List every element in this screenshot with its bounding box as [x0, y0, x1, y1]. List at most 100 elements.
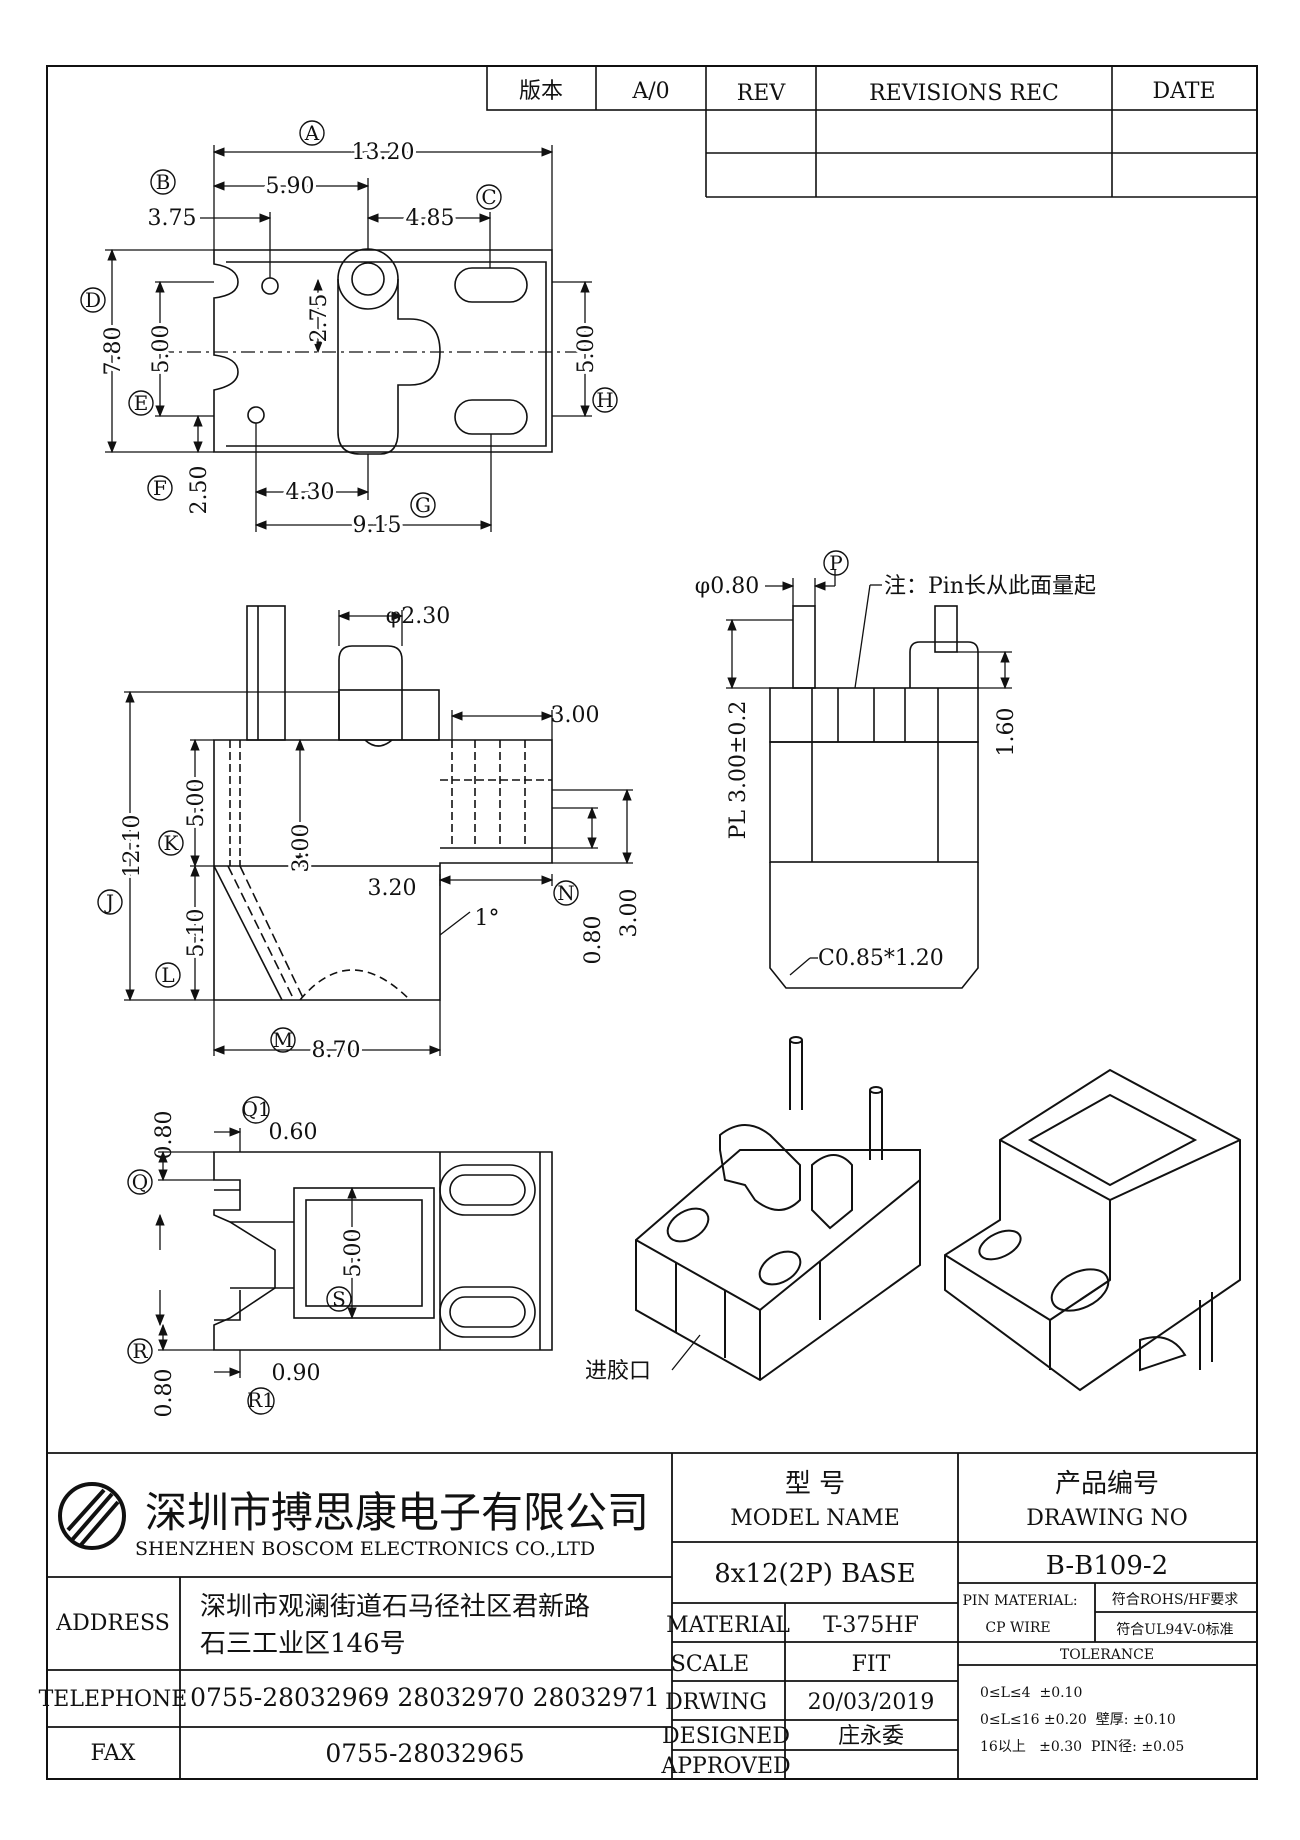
- front-text: φ0.80 注：Pin长从此面量起 PL 3.00±0.2 1.60 C0.85…: [695, 550, 1096, 971]
- drawing-no-en: DRAWING NO: [1026, 1506, 1188, 1531]
- dim-5-00-left: 5.00: [149, 325, 174, 374]
- model-name-cn: 型 号: [785, 1469, 845, 1499]
- dim-9-15: 9.15: [353, 513, 402, 538]
- tolerance-line-1: 0≤L≤4 ±0.10: [980, 1685, 1082, 1701]
- label-b-marker: B: [150, 169, 176, 195]
- gate-leader: [671, 1334, 701, 1371]
- dim-5-00-side: 5.00: [184, 779, 209, 828]
- tolerance-label: TOLERANCE: [1060, 1647, 1154, 1663]
- dim-3-20: 3.20: [368, 876, 417, 901]
- material-label: MATERIAL: [666, 1613, 790, 1638]
- dim-3-75: 3.75: [148, 206, 197, 231]
- version-label: 版本: [519, 79, 563, 104]
- svg-text:R: R: [132, 1339, 148, 1363]
- dim-7-80: 7.80: [101, 327, 126, 376]
- pin-length-note: 注：Pin长从此面量起: [884, 574, 1096, 599]
- pin-diameter: φ0.80: [695, 574, 759, 599]
- front-dims: [726, 570, 1012, 976]
- label-l-marker: L: [155, 962, 181, 988]
- svg-text:H: H: [596, 388, 613, 412]
- svg-text:S: S: [332, 1287, 346, 1311]
- svg-text:C: C: [481, 185, 496, 209]
- drawing-no-value: B-B109-2: [1046, 1551, 1168, 1581]
- rohs-note: 符合ROHS/HF要求: [1112, 1592, 1238, 1608]
- dim-4-30: 4.30: [286, 480, 335, 505]
- side-view: [213, 605, 553, 1001]
- label-c-marker: C: [476, 184, 502, 210]
- svg-text:D: D: [85, 288, 101, 312]
- iso-view-bottom: [944, 1068, 1241, 1392]
- side-circle-labels: J K L M N: [97, 830, 579, 1053]
- model-value: 8x12(2P) BASE: [714, 1559, 916, 1589]
- dim-5-90: 5.90: [266, 174, 315, 199]
- svg-text:J: J: [104, 890, 114, 914]
- label-a-marker: A: [299, 120, 325, 146]
- label-k-marker: K: [158, 830, 184, 856]
- designed-value: 庄永委: [838, 1724, 904, 1749]
- svg-text:Q: Q: [132, 1170, 148, 1194]
- telephone-value: 0755-28032969 28032970 28032971: [190, 1683, 660, 1712]
- top-dim-text: 13.20 5.90 3.75 4.85 7.80 5.00 2.75 5.00…: [98, 137, 602, 541]
- dim-0-80-bottom: 0.80: [152, 1369, 177, 1418]
- fax-label: FAX: [91, 1741, 136, 1766]
- dim-4-85: 4.85: [406, 206, 455, 231]
- drawing-no-cn: 产品编号: [1055, 1469, 1159, 1499]
- label-p-marker: P: [823, 550, 849, 576]
- approved-label: APPROVED: [660, 1754, 790, 1779]
- pin-length: PL 3.00±0.2: [726, 701, 751, 840]
- model-name-en: MODEL NAME: [730, 1506, 900, 1531]
- dim-0-90: 0.90: [272, 1361, 321, 1386]
- side-dims: [124, 610, 633, 1056]
- company-name-en: SHENZHEN BOSCOM ELECTRONICS CO.,LTD: [135, 1538, 595, 1560]
- svg-text:N: N: [557, 881, 575, 905]
- svg-text:P: P: [829, 551, 842, 575]
- svg-text:Q1: Q1: [241, 1097, 270, 1121]
- svg-text:G: G: [415, 493, 431, 517]
- company-logo: [58, 1482, 126, 1550]
- label-g-marker: G: [410, 492, 436, 518]
- dim-0-60: 0.60: [269, 1120, 318, 1145]
- dim-8-70: 8.70: [312, 1038, 361, 1063]
- top-dims: [105, 145, 592, 532]
- material-value: T-375HF: [823, 1613, 919, 1638]
- top-circle-labels: A B C D E F G H: [80, 120, 618, 518]
- dim-5-00-right: 5.00: [574, 325, 599, 374]
- address-label: ADDRESS: [55, 1611, 170, 1636]
- dim-1-degree: 1°: [475, 906, 500, 931]
- pin-material-value: CP WIRE: [985, 1620, 1050, 1636]
- dim-3-00-right: 3.00: [617, 889, 642, 938]
- label-m-marker: M: [270, 1027, 296, 1053]
- svg-text:A: A: [304, 121, 320, 145]
- dim-phi-2-30: φ2.30: [386, 604, 450, 629]
- front-view: [769, 605, 979, 989]
- svg-text:M: M: [273, 1028, 293, 1052]
- svg-text:F: F: [153, 476, 167, 500]
- bottom-text: 0.80 0.60 5.00 0.80 0.90 Q1 Q R R1 S: [127, 1096, 369, 1418]
- dim-13-20: 13.20: [352, 140, 415, 165]
- scale-value: FIT: [852, 1652, 891, 1677]
- label-h-marker: H: [592, 387, 618, 413]
- dim-5-00-bottom: 5.00: [341, 1229, 366, 1278]
- dim-3-00-inner: 3.00: [289, 824, 314, 873]
- gate-label: 进胶口: [585, 1359, 651, 1384]
- label-q-marker: Q: [127, 1169, 153, 1195]
- dim-0-80-top: 0.80: [152, 1111, 177, 1160]
- dim-3-00-top: 3.00: [551, 703, 600, 728]
- ul-note: 符合UL94V-0标准: [1116, 1622, 1233, 1638]
- date-label: DATE: [1152, 79, 1215, 104]
- rev-label: REV: [737, 81, 787, 106]
- chamfer: C0.85*1.20: [818, 946, 944, 971]
- side-dim-text: φ2.30 3.00 12.10 5.00 3.00 5.10 3.20 1° …: [117, 604, 642, 1066]
- bottom-view: [213, 1151, 553, 1351]
- iso-view-top: [635, 1036, 921, 1382]
- tolerance-line-3: 16以上 ±0.30 PIN径: ±0.05: [980, 1739, 1184, 1755]
- svg-text:K: K: [164, 831, 180, 855]
- svg-text:E: E: [134, 391, 149, 415]
- dim-1-60: 1.60: [994, 708, 1019, 757]
- label-f-marker: F: [147, 475, 173, 501]
- dim-2-75: 2.75: [307, 294, 332, 343]
- dim-5-10: 5.10: [184, 909, 209, 958]
- tolerance-line-2: 0≤L≤16 ±0.20 壁厚: ±0.10: [980, 1712, 1176, 1728]
- drwing-label: DRWING: [665, 1690, 767, 1715]
